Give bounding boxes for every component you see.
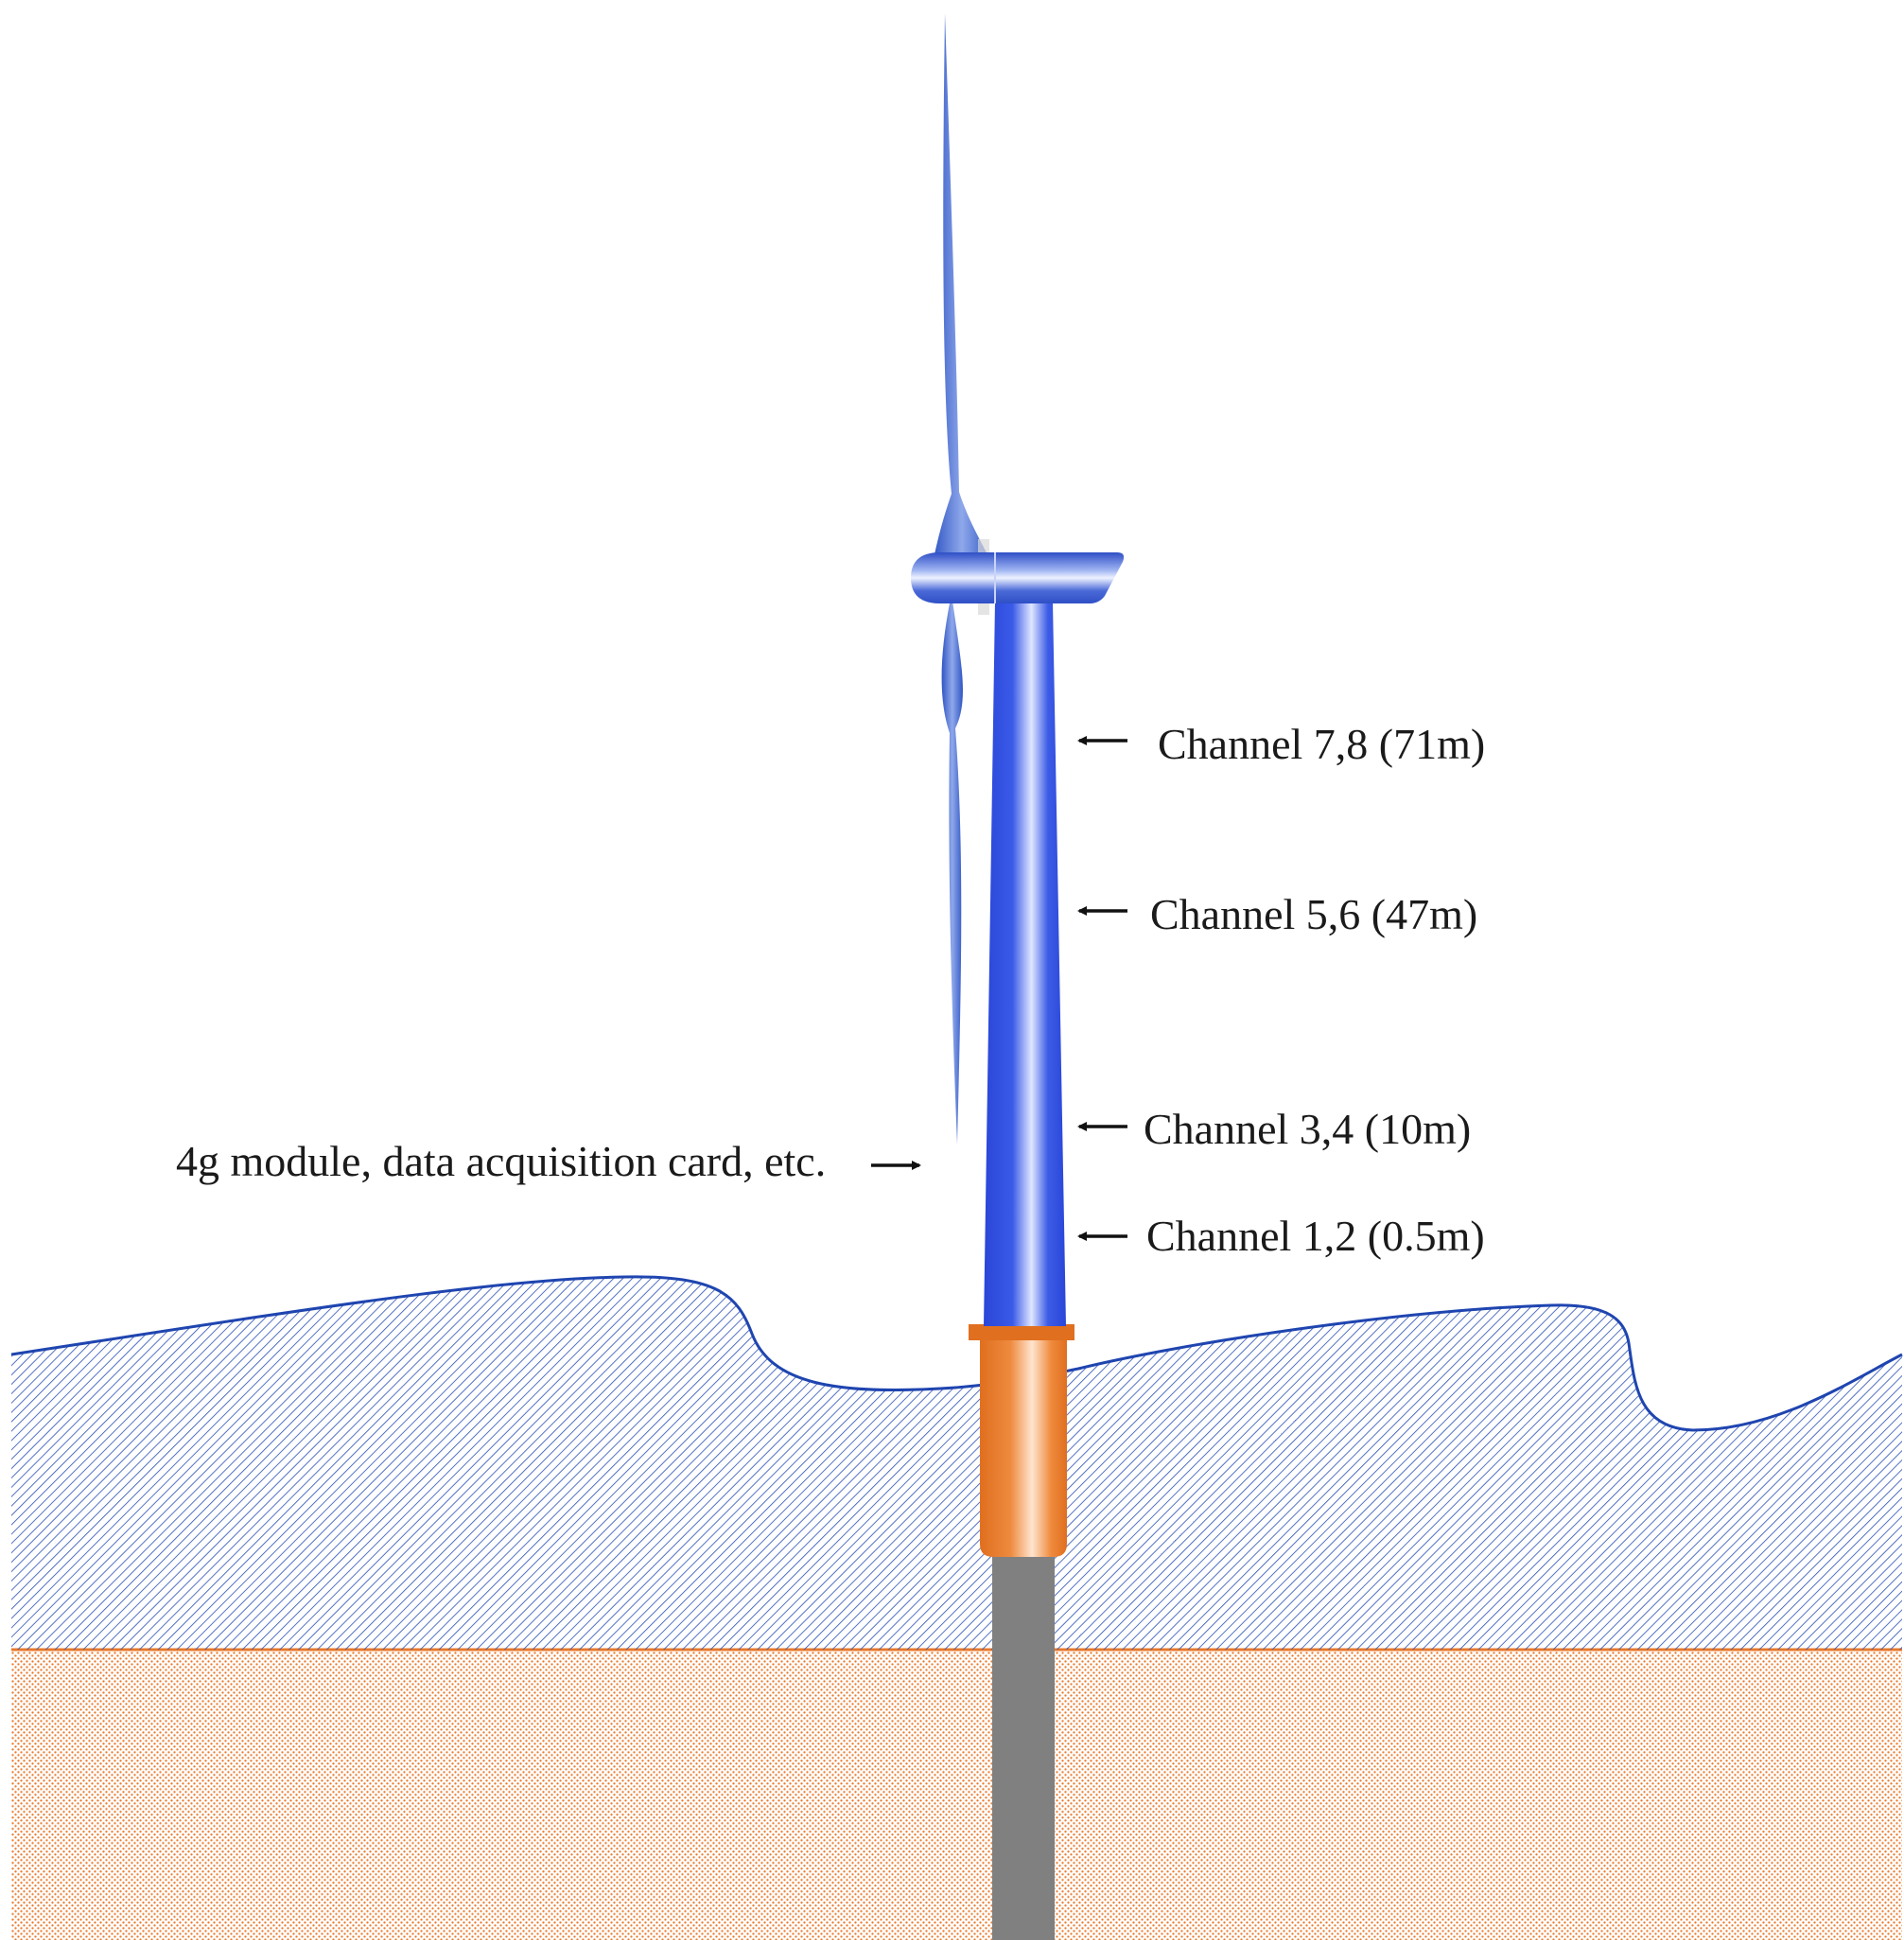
turbine-nacelle [911, 552, 1125, 603]
label-channel-34: Channel 3,4 (10m) [1144, 1105, 1472, 1153]
transition-piece [980, 1326, 1067, 1557]
label-channel-56: Channel 5,6 (47m) [1150, 890, 1478, 938]
transition-flange [969, 1324, 1074, 1340]
label-channel-12: Channel 1,2 (0.5m) [1146, 1212, 1485, 1260]
monopile [992, 1556, 1055, 1940]
turbine-tower [984, 602, 1066, 1326]
turbine-blade-upper [933, 13, 991, 564]
seabed [11, 1650, 1902, 1940]
label-module: 4g module, data acquisition card, etc. [176, 1137, 827, 1185]
label-channel-78: Channel 7,8 (71m) [1158, 720, 1486, 768]
sea-water [11, 1276, 1902, 1650]
turbine-blade-lower [941, 594, 963, 1145]
